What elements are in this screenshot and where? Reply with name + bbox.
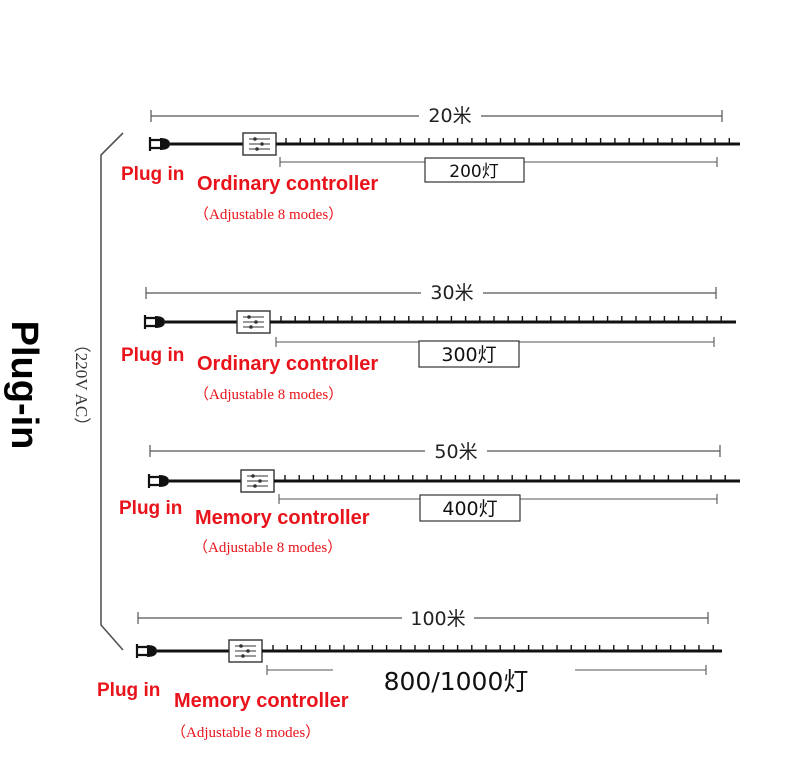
row-3: 50米 400灯 Plug in Memory controller （Adju… bbox=[119, 441, 740, 556]
length-label: 100米 bbox=[410, 608, 465, 630]
bulb-tick-marks bbox=[285, 138, 730, 144]
row-4: 100米 800/1000灯 Plug in Memory controller… bbox=[97, 608, 722, 741]
controller-box-icon bbox=[240, 469, 275, 493]
plug-icon bbox=[148, 137, 170, 151]
plug-in-label: Plug in bbox=[119, 498, 182, 519]
lamp-label: 400灯 bbox=[442, 498, 497, 520]
controller-label: Memory controller bbox=[195, 507, 370, 529]
side-title: Plug-in bbox=[3, 321, 45, 450]
controller-box-icon bbox=[228, 639, 263, 663]
row-2: 30米 300灯 Plug in Ordinary controller （Ad… bbox=[121, 282, 736, 403]
length-label: 50米 bbox=[434, 441, 477, 463]
lamp-label: 800/1000灯 bbox=[384, 667, 529, 696]
lamp-label-box bbox=[424, 157, 525, 183]
bulb-tick-marks bbox=[280, 316, 722, 322]
modes-label: （Adjustable 8 modes） bbox=[193, 539, 342, 556]
lamp-label: 300灯 bbox=[441, 344, 496, 366]
plug-icon bbox=[135, 644, 157, 658]
controller-box-icon bbox=[236, 310, 271, 334]
left-bracket bbox=[100, 132, 124, 651]
side-voltage: （220V AC） bbox=[72, 336, 91, 434]
lamp-label: 200灯 bbox=[449, 162, 498, 182]
plug-icon bbox=[143, 315, 165, 329]
bulb-tick-marks bbox=[272, 645, 714, 651]
length-label: 20米 bbox=[428, 105, 471, 127]
plug-in-label: Plug in bbox=[121, 164, 184, 185]
plug-icon bbox=[147, 474, 169, 488]
plug-in-label: Plug in bbox=[97, 680, 160, 701]
plug-in-label: Plug in bbox=[121, 345, 184, 366]
lamp-label-box bbox=[418, 340, 520, 368]
length-label: 30米 bbox=[430, 282, 473, 304]
controller-label: Ordinary controller bbox=[197, 173, 378, 195]
lamp-label-box bbox=[419, 494, 521, 522]
controller-label: Memory controller bbox=[174, 690, 349, 712]
modes-label: （Adjustable 8 modes） bbox=[194, 206, 343, 223]
controller-label: Ordinary controller bbox=[197, 353, 378, 375]
row-1: 20米 200灯 Plug in Ordinary controller （Ad… bbox=[121, 105, 740, 223]
modes-label: （Adjustable 8 modes） bbox=[171, 724, 320, 741]
bulb-tick-marks bbox=[284, 475, 726, 481]
controller-box-icon bbox=[242, 132, 277, 156]
modes-label: （Adjustable 8 modes） bbox=[194, 386, 343, 403]
